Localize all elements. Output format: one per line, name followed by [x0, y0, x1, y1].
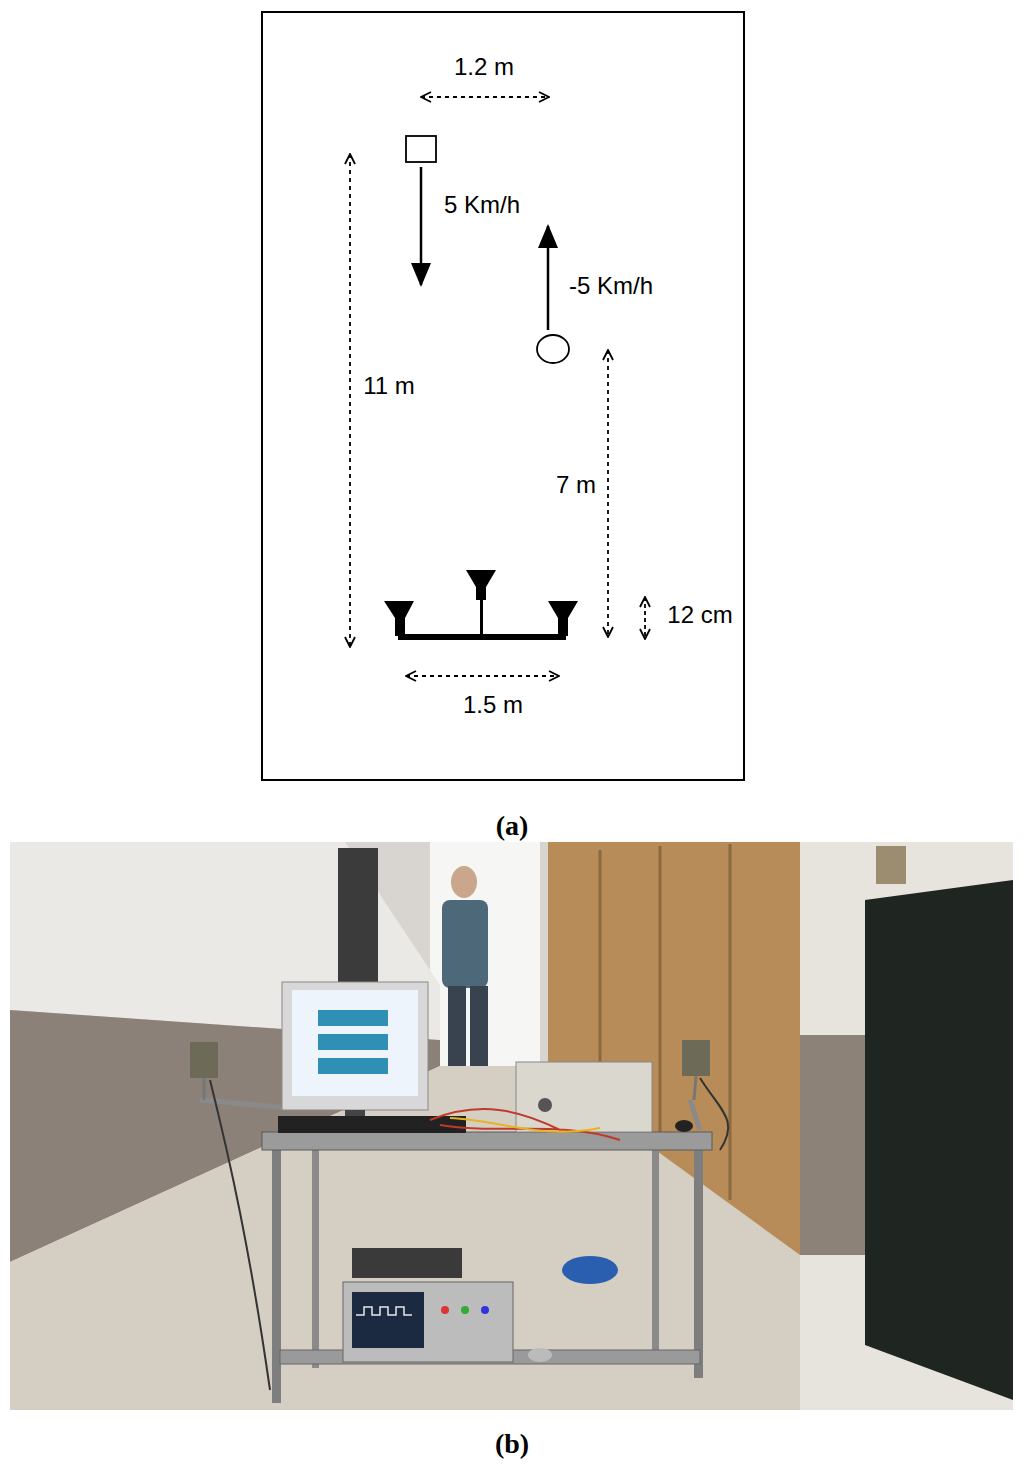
antenna-board	[682, 1040, 710, 1076]
cable-spool	[562, 1256, 618, 1284]
dimension-label: 5 Km/h	[444, 191, 520, 219]
dimension-label: 1.2 m	[454, 53, 514, 81]
person-leg	[448, 986, 466, 1066]
antenna-mast	[480, 598, 483, 636]
motion-arrow	[547, 226, 550, 330]
antenna-board	[190, 1042, 218, 1078]
person-leg	[470, 986, 488, 1066]
table-leg	[694, 1148, 703, 1378]
left-wall	[10, 842, 440, 1040]
table-leg	[312, 1148, 319, 1368]
cable	[210, 1080, 270, 1390]
table-leg	[272, 1148, 281, 1403]
dimension-label: -5 Km/h	[569, 272, 653, 300]
person-torso	[442, 900, 488, 988]
panel-frame	[262, 12, 744, 780]
table-top	[262, 1132, 712, 1150]
cabinet-edge	[729, 844, 732, 1200]
dimension-label: 7 m	[556, 471, 596, 499]
motion-arrow	[420, 167, 423, 285]
dimension-label: 12 cm	[667, 601, 732, 629]
photo-ground	[10, 842, 1013, 1410]
knob	[441, 1306, 449, 1314]
device	[352, 1248, 462, 1278]
cable	[430, 1109, 620, 1140]
cabinet-edge	[659, 846, 662, 1150]
right-wall-dado	[800, 1035, 865, 1255]
dimension-line	[607, 350, 609, 637]
antenna-symbol	[384, 601, 414, 636]
knob	[461, 1306, 469, 1314]
panel-label: (a)	[496, 810, 529, 842]
dimension-line	[421, 96, 549, 98]
monitor-screen	[292, 990, 418, 1096]
monitor	[282, 982, 428, 1110]
unit-knob	[538, 1098, 552, 1112]
antenna-rod	[200, 1100, 290, 1108]
screen-trace	[318, 1058, 388, 1074]
antenna-symbol	[466, 570, 496, 600]
oscilloscope	[343, 1282, 513, 1362]
door	[865, 880, 1013, 1400]
knob	[481, 1306, 489, 1314]
corridor-end	[430, 842, 540, 1067]
target-circle	[537, 335, 569, 363]
person-head	[451, 866, 477, 898]
keyboard	[278, 1116, 466, 1133]
cable	[700, 1078, 728, 1150]
target-square	[406, 136, 436, 162]
mouse	[675, 1120, 693, 1132]
cabinets	[548, 842, 800, 1255]
oscilloscope-screen	[352, 1292, 424, 1348]
dimension-line	[406, 675, 559, 677]
processing-unit	[516, 1062, 652, 1132]
cable	[450, 1118, 600, 1132]
panel-label: (b)	[495, 1428, 529, 1460]
photo	[10, 842, 1013, 1410]
antenna-rod	[694, 1076, 696, 1100]
screen-trace	[318, 1034, 388, 1050]
waveform	[356, 1307, 412, 1315]
screen-trace	[318, 1010, 388, 1026]
dimension-line	[349, 154, 351, 647]
antenna-symbol	[548, 601, 578, 636]
vent	[876, 846, 906, 884]
mouse	[528, 1348, 552, 1362]
right-wall	[800, 842, 1013, 1410]
antenna-rod	[203, 1078, 206, 1100]
dimension-label: 11 m	[363, 372, 415, 400]
dimension-line	[644, 597, 646, 639]
table-leg	[652, 1148, 659, 1363]
dimension-label: 1.5 m	[463, 691, 523, 719]
